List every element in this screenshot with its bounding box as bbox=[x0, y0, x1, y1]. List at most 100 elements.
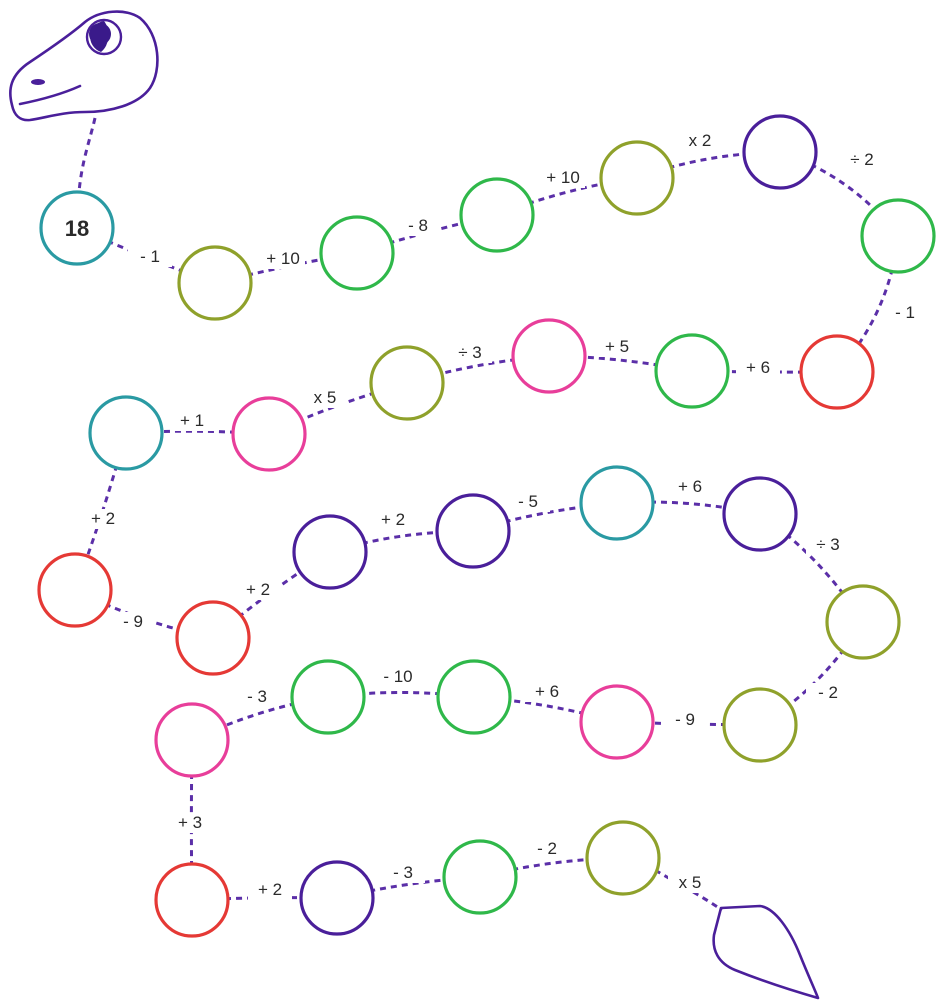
node-circle-4[interactable] bbox=[599, 140, 675, 216]
op-label-16: - 5 bbox=[518, 492, 538, 511]
snake-eye-iris bbox=[89, 23, 111, 45]
op-label-22: - 10 bbox=[383, 667, 412, 686]
op-label-24: + 3 bbox=[178, 813, 202, 832]
node-circle-1[interactable] bbox=[177, 245, 253, 321]
op-label-20: - 9 bbox=[675, 710, 695, 729]
op-label-bg-19 bbox=[806, 683, 850, 703]
op-label-23: - 3 bbox=[247, 687, 267, 706]
node-circle-8[interactable] bbox=[654, 333, 730, 409]
connector-head bbox=[77, 117, 97, 193]
snake-head-outline bbox=[9, 10, 159, 122]
op-label-8: + 5 bbox=[605, 337, 629, 356]
op-label-bg-24 bbox=[168, 813, 212, 833]
node-circle-27[interactable] bbox=[442, 839, 518, 915]
op-label-bg-16 bbox=[506, 492, 550, 512]
op-label-21: + 6 bbox=[535, 682, 559, 701]
op-label-15: + 2 bbox=[381, 510, 405, 529]
node-circle-7[interactable] bbox=[799, 334, 875, 410]
op-label-bg-28 bbox=[668, 873, 712, 893]
node-circle-22[interactable] bbox=[436, 659, 512, 735]
op-label-bg-1 bbox=[261, 249, 305, 269]
snake-tail-drawing bbox=[712, 904, 820, 1000]
op-label-bg-17 bbox=[668, 477, 712, 497]
op-label-bg-22 bbox=[376, 667, 420, 687]
op-label-bg-3 bbox=[541, 168, 585, 188]
op-label-bg-23 bbox=[235, 687, 279, 707]
op-label-10: x 5 bbox=[314, 388, 337, 407]
op-label-9: ÷ 3 bbox=[458, 343, 482, 362]
node-value-0: 18 bbox=[65, 216, 89, 241]
op-label-bg-10 bbox=[303, 388, 347, 408]
op-label-bg-4 bbox=[678, 131, 722, 151]
op-label-bg-21 bbox=[525, 682, 569, 702]
node-circle-0[interactable] bbox=[39, 190, 115, 266]
op-label-11: + 1 bbox=[180, 411, 204, 430]
node-circle-9[interactable] bbox=[511, 318, 587, 394]
op-label-2: - 8 bbox=[408, 216, 428, 235]
node-circle-13[interactable] bbox=[37, 552, 113, 628]
node-circle-11[interactable] bbox=[231, 396, 307, 472]
op-label-28: x 5 bbox=[679, 873, 702, 892]
op-label-6: - 1 bbox=[895, 303, 915, 322]
snake-nostril bbox=[31, 79, 45, 85]
snake-tail-outline bbox=[712, 904, 820, 1000]
snake-mouth-line bbox=[18, 84, 82, 106]
op-label-0: - 1 bbox=[140, 247, 160, 266]
op-label-bg-27 bbox=[525, 839, 569, 859]
node-circle-18[interactable] bbox=[722, 476, 798, 552]
node-circle-14[interactable] bbox=[175, 600, 251, 676]
node-circle-3[interactable] bbox=[459, 177, 535, 253]
node-circle-16[interactable] bbox=[435, 493, 511, 569]
op-label-18: ÷ 3 bbox=[816, 535, 840, 554]
op-label-bg-18 bbox=[806, 535, 850, 555]
node-circle-6[interactable] bbox=[860, 198, 936, 274]
op-label-12: + 2 bbox=[91, 509, 115, 528]
op-label-bg-20 bbox=[663, 710, 707, 730]
node-circle-10[interactable] bbox=[369, 345, 445, 421]
op-label-14: + 2 bbox=[246, 580, 270, 599]
op-label-27: - 2 bbox=[537, 839, 557, 858]
node-circle-21[interactable] bbox=[579, 684, 655, 760]
node-circle-25[interactable] bbox=[154, 862, 230, 938]
connector-tail bbox=[654, 868, 723, 912]
op-label-bg-26 bbox=[381, 863, 425, 883]
operations-layer: - 1 + 10 - 8 + 10 x 2 ÷ 2 - 1 + 6 + 5 ÷ 3 x 5 + 1 + … bbox=[81, 131, 927, 900]
op-label-bg-12 bbox=[81, 509, 125, 529]
snake-head-drawing bbox=[9, 10, 159, 122]
op-label-5: ÷ 2 bbox=[850, 150, 874, 169]
node-circle-17[interactable] bbox=[579, 465, 655, 541]
node-circle-12[interactable] bbox=[88, 395, 164, 471]
node-circle-23[interactable] bbox=[290, 659, 366, 735]
op-label-bg-15 bbox=[371, 510, 415, 530]
node-circle-28[interactable] bbox=[585, 820, 661, 896]
op-label-19: - 2 bbox=[818, 683, 838, 702]
op-label-bg-5 bbox=[840, 150, 884, 170]
node-circle-5[interactable] bbox=[742, 114, 818, 190]
op-label-bg-9 bbox=[448, 343, 492, 363]
node-circle-19[interactable] bbox=[825, 584, 901, 660]
node-circle-15[interactable] bbox=[292, 514, 368, 590]
op-label-bg-6 bbox=[883, 303, 927, 323]
op-label-17: + 6 bbox=[678, 477, 702, 496]
nodes-layer: 18 bbox=[37, 114, 936, 938]
snake-eye-outline bbox=[85, 18, 123, 56]
op-label-bg-25 bbox=[248, 880, 292, 900]
op-label-bg-0 bbox=[128, 247, 172, 267]
op-label-bg-11 bbox=[170, 411, 214, 431]
op-label-26: - 3 bbox=[393, 863, 413, 882]
op-label-bg-7 bbox=[736, 358, 780, 378]
op-label-bg-2 bbox=[396, 216, 440, 236]
op-label-3: + 10 bbox=[546, 168, 580, 187]
node-circle-2[interactable] bbox=[319, 215, 395, 291]
node-circle-24[interactable] bbox=[154, 702, 230, 778]
op-label-4: x 2 bbox=[689, 131, 712, 150]
node-circle-20[interactable] bbox=[722, 687, 798, 763]
op-label-bg-14 bbox=[236, 580, 280, 600]
node-circle-26[interactable] bbox=[299, 860, 375, 936]
op-label-bg-13 bbox=[111, 612, 155, 632]
op-label-bg-8 bbox=[595, 337, 639, 357]
op-label-13: - 9 bbox=[123, 612, 143, 631]
op-label-7: + 6 bbox=[746, 358, 770, 377]
op-label-1: + 10 bbox=[266, 249, 300, 268]
